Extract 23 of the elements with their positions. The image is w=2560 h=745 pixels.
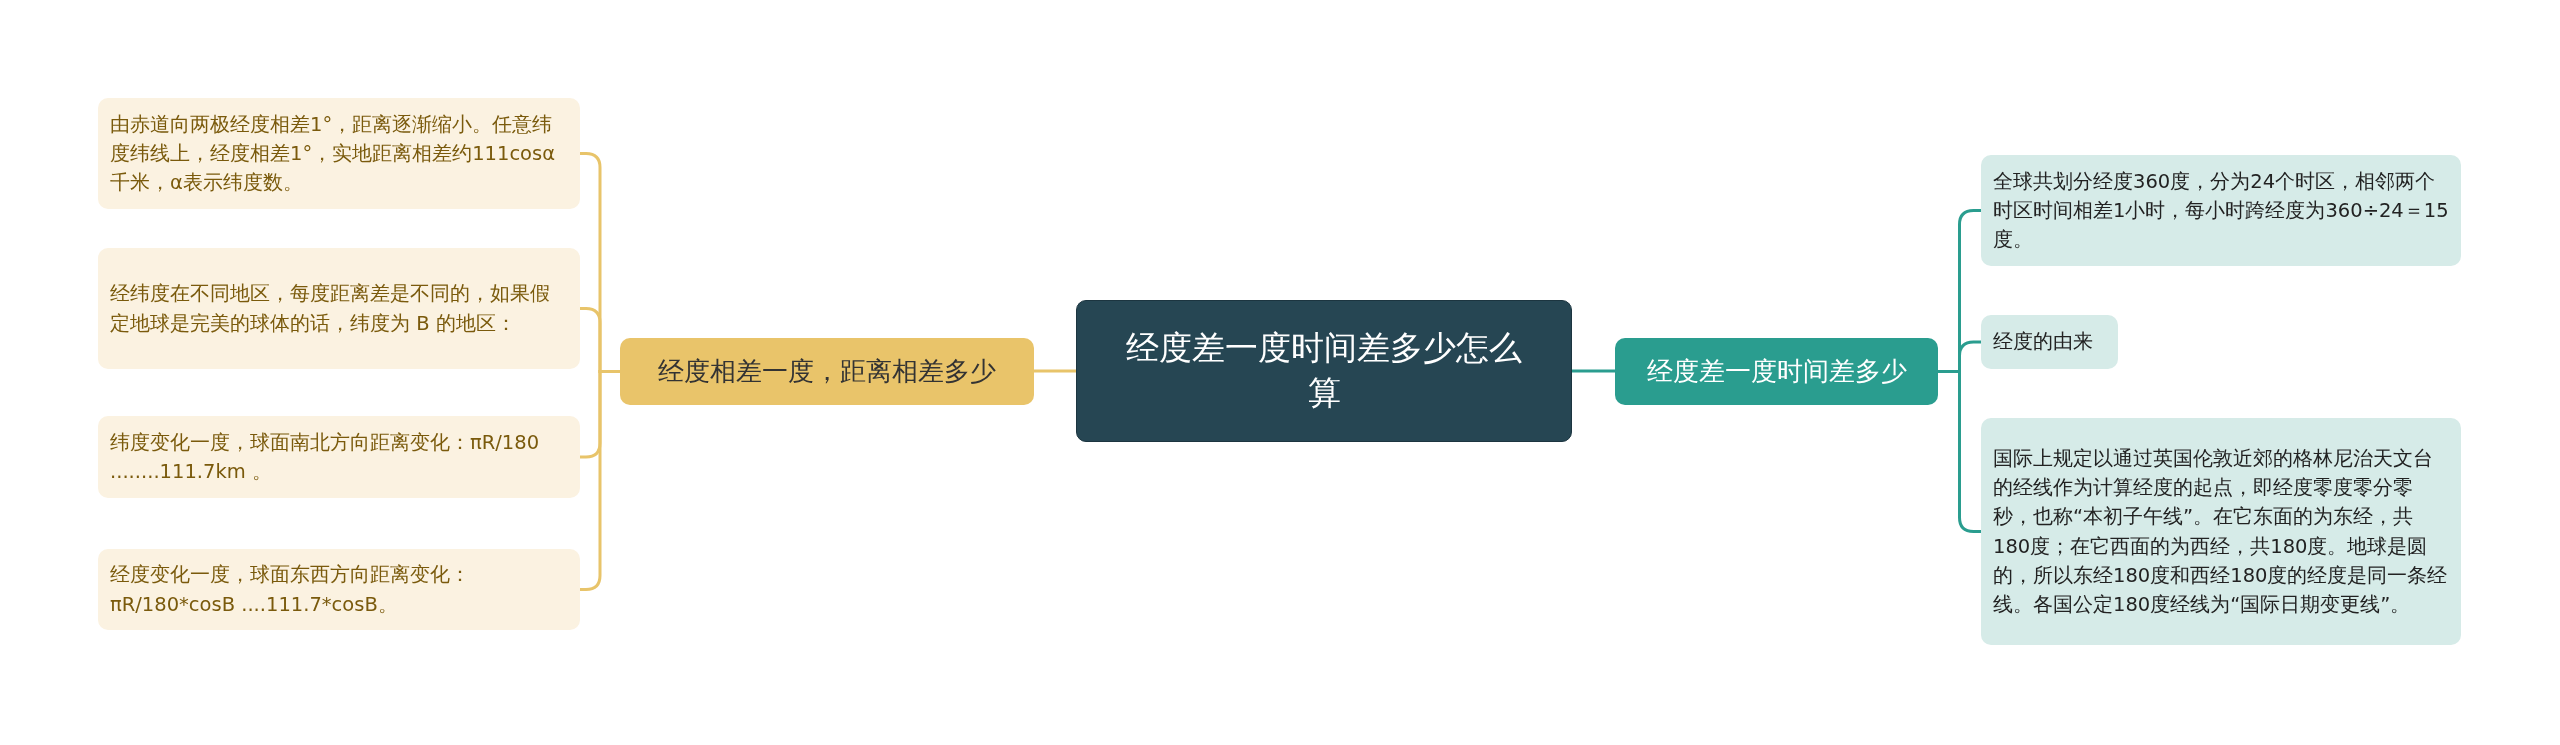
- node-text: 经度变化一度，球面东西方向距离变化：πR/180*cosB ....111.7*cosB。: [110, 562, 471, 618]
- note-box: [98, 98, 580, 209]
- node-text: 经度相差一度，距离相差多少: [658, 355, 996, 388]
- node-text: 全球共划分经度360度，分为24个时区，相邻两个时区时间相差1小时，每小时跨经度为360÷24＝15度。: [1993, 168, 2449, 254]
- node-text: 经度差一度时间差多少怎么算: [1125, 327, 1523, 414]
- branch-topic: [620, 338, 1034, 405]
- node-text: 纬度变化一度，球面南北方向距离变化：πR/180 ........111.7km 。: [110, 429, 541, 485]
- connector-line: [1938, 370, 1981, 533]
- node-text: 经纬度在不同地区，每度距离差是不同的，如果假定地球是完美的球体的话，纬度为 B 的地区：: [110, 281, 551, 337]
- node-text: 经度差一度时间差多少: [1646, 355, 1907, 388]
- branch-topic: [1615, 338, 1938, 405]
- note-box: [98, 549, 580, 630]
- connector-line: [1034, 369, 1076, 373]
- node-text: 由赤道向两极经度相差1°，距离逐渐缩小。任意纬度纬线上，经度相差1°，实地距离相差约111cosα千米，α表示纬度数。: [110, 111, 557, 197]
- note-box: [98, 248, 580, 369]
- note-box: [1981, 155, 2461, 266]
- note-box: [1981, 418, 2461, 645]
- node-text: 经度的由来: [1993, 329, 2093, 356]
- node-text: 国际上规定以通过英国伦敦近郊的格林尼治天文台的经线作为计算经度的起点，即经度零度零分零秒，也称“本初子午线”。在它东面的为东经，共180度；在它西面的为西经，共180度。地球是圆的，所以东经180度和西经180度的经度是同一条经线。各国公定180度经线为“国际日期变更线”。: [1993, 445, 2449, 618]
- note-box: [98, 416, 580, 498]
- connector-line: [1572, 369, 1615, 373]
- central-topic: [1076, 300, 1572, 442]
- note-box: [1981, 315, 2118, 369]
